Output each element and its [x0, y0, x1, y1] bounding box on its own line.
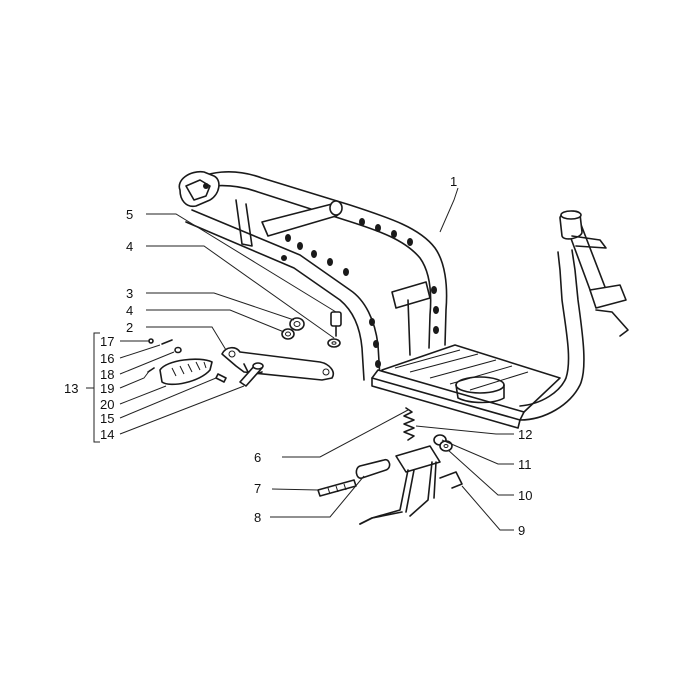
callout-10: 10 — [518, 488, 532, 503]
bolt-5 — [330, 311, 342, 337]
scooter-frame — [178, 170, 629, 429]
pin-15 — [239, 362, 264, 387]
centre-stand-9 — [359, 445, 463, 525]
nut-3-and-washer-4 — [281, 317, 305, 340]
callout-7: 7 — [254, 481, 261, 496]
callout-1: 1 — [450, 174, 457, 189]
callout-3: 3 — [126, 286, 133, 301]
callout-2: 2 — [126, 320, 133, 335]
callout-labels: 1 2 3 4 4 5 6 7 8 9 10 11 12 13 14 15 16… — [64, 174, 532, 538]
footrest-bracket-2 — [221, 346, 335, 381]
callout-19: 19 — [100, 381, 114, 396]
callout-11: 11 — [518, 457, 532, 472]
callout-14: 14 — [100, 427, 114, 442]
callout-4b: 4 — [126, 303, 133, 318]
callout-18: 18 — [100, 367, 114, 382]
callout-9: 9 — [518, 523, 525, 538]
frame-holes — [203, 183, 439, 368]
stand-bolt-7 — [317, 479, 357, 497]
washer-4-upper — [327, 338, 341, 348]
callout-5: 5 — [126, 207, 133, 222]
callout-20: 20 — [100, 397, 114, 412]
footrest-19 — [159, 358, 213, 386]
callout-4a: 4 — [126, 239, 133, 254]
spring-12 — [403, 407, 415, 441]
callout-12: 12 — [518, 427, 532, 442]
callout-16: 16 — [100, 351, 114, 366]
callout-8: 8 — [254, 510, 261, 525]
callout-15: 15 — [100, 411, 114, 426]
callout-6: 6 — [254, 450, 261, 465]
callout-17: 17 — [100, 334, 114, 349]
leader-lines — [86, 187, 514, 531]
callout-13: 13 — [64, 381, 78, 396]
stand-tube-8 — [355, 458, 391, 479]
